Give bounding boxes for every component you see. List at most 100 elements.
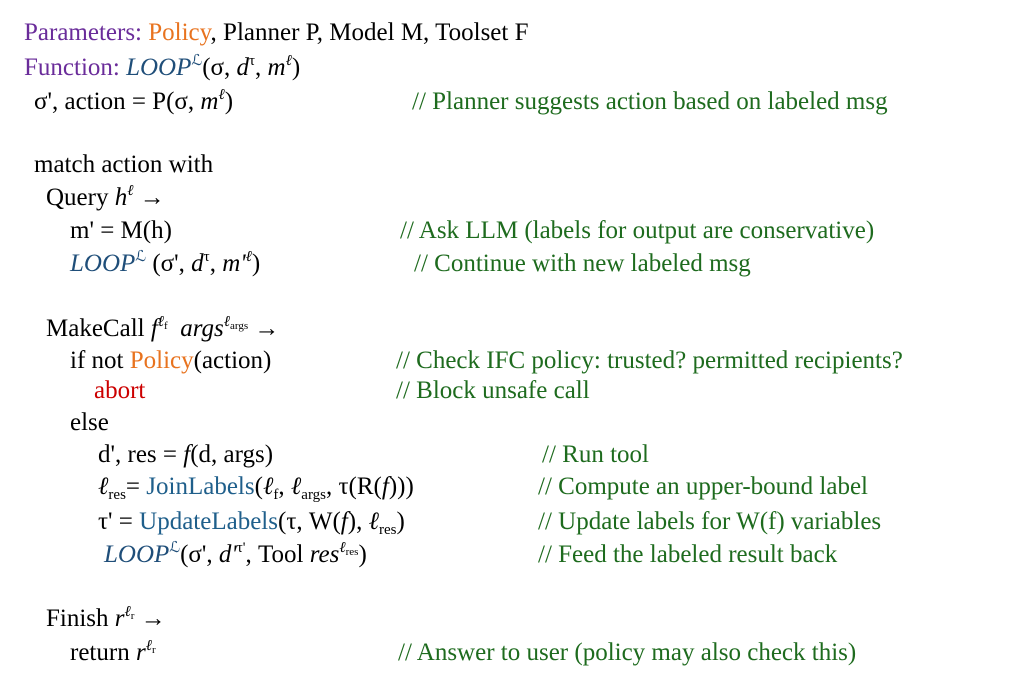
tau-sup: τ: [203, 249, 210, 265]
finish-line: Finish rℓr →: [46, 604, 166, 634]
arrow: →: [133, 184, 165, 211]
finish-keyword: Finish: [46, 605, 115, 632]
loop-name: LOOP: [70, 250, 136, 277]
arrow: →: [134, 605, 166, 632]
close-paren: ): [251, 250, 261, 277]
ell-sup: ℓ: [157, 314, 165, 330]
return-line: return rℓr: [70, 638, 156, 668]
loop-args-open: (σ',: [146, 250, 192, 277]
params-line: Parameters: Policy, Planner P, Model M, …: [24, 18, 529, 48]
ell-sup: ℓ: [285, 53, 292, 69]
m-prime-var: m': [222, 250, 246, 277]
close-paren: ): [291, 54, 301, 81]
args-sub: args: [230, 320, 249, 332]
params-rest: , Planner P, Model M, Toolset F: [210, 19, 529, 46]
comma: ,: [255, 54, 268, 81]
arrow: →: [248, 315, 280, 342]
close-paren: ): [396, 508, 405, 535]
tau-prime-sup: τ': [236, 540, 246, 556]
policy-keyword: Policy: [148, 19, 211, 46]
ell-var: ℓ: [368, 508, 379, 535]
policy-keyword: Policy: [129, 347, 194, 374]
equals: =: [125, 473, 147, 500]
ell-sup: ℓ: [223, 314, 230, 330]
if-line: if not Policy(action): [70, 346, 271, 376]
update-labels-comment: // Update labels for W(f) variables: [538, 508, 882, 535]
abort-comment: // Block unsafe call: [396, 377, 590, 404]
ell-var: ℓ: [290, 473, 302, 500]
close-paren: ): [224, 88, 234, 115]
function-label: Function:: [24, 54, 120, 81]
makecall-line: MakeCall fℓf argsℓargs →: [46, 314, 279, 344]
args-var: args: [180, 315, 224, 342]
update-labels-fn: UpdateLabels: [139, 508, 278, 535]
loop-superscript: ℒ: [169, 540, 181, 556]
f-var: f: [340, 508, 348, 535]
match-line: match action with: [34, 151, 214, 178]
loop-args-open: (σ,: [202, 54, 237, 81]
model-call-comment: // Ask LLM (labels for output are conser…: [400, 217, 875, 244]
f-sub: f: [164, 320, 168, 332]
loop-continue-comment: // Continue with new labeled msg: [414, 250, 751, 277]
loop-name: LOOP: [126, 54, 192, 81]
if-not-keyword: if not: [70, 347, 130, 374]
tau-prime: τ' =: [98, 508, 140, 535]
tau-sup: τ: [249, 53, 256, 69]
loop-name: LOOP: [104, 541, 170, 568]
join-labels-line: ℓres= JoinLabels(ℓf, ℓargs, τ(R(f))): [98, 472, 414, 503]
f-sub: f: [273, 487, 279, 503]
close-paren: ): [358, 541, 367, 568]
args-sub: args: [301, 487, 327, 503]
m-var: m: [200, 88, 219, 115]
r-var: r: [114, 605, 125, 632]
res-sub: res: [345, 546, 359, 558]
tau-r-call: , τ(R(: [326, 473, 382, 500]
d-prime-var: d': [218, 541, 237, 568]
loop-feed-line: LOOPℒ(σ', d'τ', Tool resℓres): [104, 540, 367, 570]
query-keyword: Query: [46, 184, 115, 211]
comma: ,: [278, 473, 291, 500]
ell-sup: ℓ: [339, 540, 346, 556]
return-keyword: return: [70, 639, 136, 666]
m-var: m: [267, 54, 286, 81]
return-comment: // Answer to user (policy may also check…: [398, 639, 857, 666]
comma: ,: [209, 250, 223, 277]
r-sub: r: [130, 610, 135, 622]
f-var: f: [183, 441, 191, 468]
res-sub: res: [379, 522, 397, 538]
planner-code: σ', action = P(σ,: [34, 88, 201, 115]
close-parens: ))): [388, 473, 414, 500]
ell-sup: ℓ: [245, 249, 252, 265]
model-call-line: m' = M(h): [70, 217, 172, 244]
ell-sup: ℓ: [124, 604, 131, 620]
function-line: Function: LOOPℒ(σ, dτ, mℓ): [24, 53, 300, 83]
loop-args-open: (σ',: [180, 541, 219, 568]
res-sub: res: [108, 487, 126, 503]
f-var: f: [150, 315, 158, 342]
update-labels-line: τ' = UpdateLabels(τ, W(f), ℓres): [98, 507, 405, 538]
loop-superscript: ℒ: [135, 249, 147, 265]
planner-comment: // Planner suggests action based on labe…: [412, 88, 888, 115]
h-var: h: [114, 184, 128, 211]
d-var: d: [236, 54, 250, 81]
join-labels-comment: // Compute an upper-bound label: [538, 473, 868, 500]
abort-keyword: abort: [94, 377, 146, 404]
r-sub: r: [151, 644, 156, 656]
loop-continue-line: LOOPℒ (σ', dτ, m'ℓ): [70, 249, 260, 279]
loop-feed-comment: // Feed the labeled result back: [538, 541, 838, 568]
join-labels-fn: JoinLabels: [146, 473, 255, 500]
ell-sup: ℓ: [218, 87, 225, 103]
makecall-keyword: MakeCall: [46, 315, 151, 342]
if-comment: // Check IFC policy: trusted? permitted …: [396, 347, 903, 374]
ell-var: ℓ: [98, 473, 109, 500]
run-code: d', res =: [98, 441, 184, 468]
ell-sup: ℓ: [127, 183, 134, 199]
loop-superscript: ℒ: [191, 53, 203, 69]
comma: ),: [347, 508, 369, 535]
ell-var: ℓ: [262, 473, 274, 500]
open-paren: (: [254, 473, 263, 500]
run-args: (d, args): [190, 441, 274, 468]
params-label: Parameters:: [24, 19, 143, 46]
query-line: Query hℓ →: [46, 183, 165, 213]
f-var: f: [381, 473, 389, 500]
